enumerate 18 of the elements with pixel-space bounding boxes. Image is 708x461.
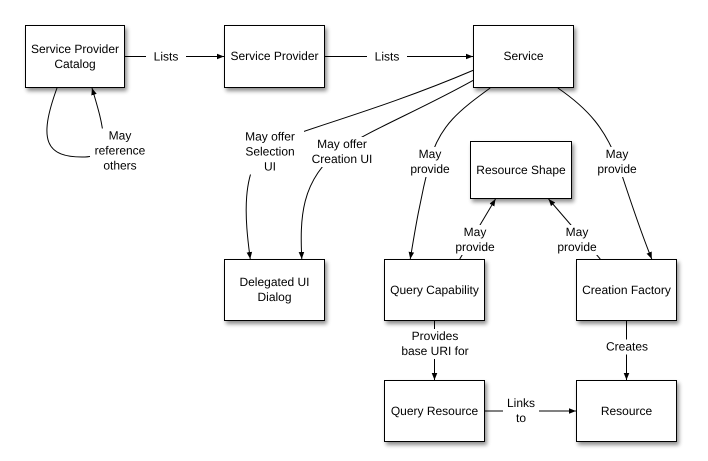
node-label: Service Provider Catalog (30, 42, 120, 72)
process-box (473, 25, 574, 88)
node-label: Query Resource (390, 404, 478, 418)
process-box (576, 259, 677, 321)
node-label: Service Provider (230, 49, 319, 64)
process-box (384, 380, 485, 442)
node-label: Service (503, 49, 544, 64)
process-box (384, 259, 485, 321)
node-label: Resource (600, 404, 652, 418)
node-label: Query Capability (390, 282, 479, 298)
process-box (224, 259, 325, 321)
process-box (25, 25, 125, 88)
node-label: Delegated UI Dialog (238, 275, 311, 305)
node-label: Creation Factory (582, 282, 671, 298)
process-box (224, 25, 325, 88)
process-box (576, 380, 677, 442)
process-box (470, 141, 572, 199)
node-label: Resource Shape (476, 162, 566, 178)
